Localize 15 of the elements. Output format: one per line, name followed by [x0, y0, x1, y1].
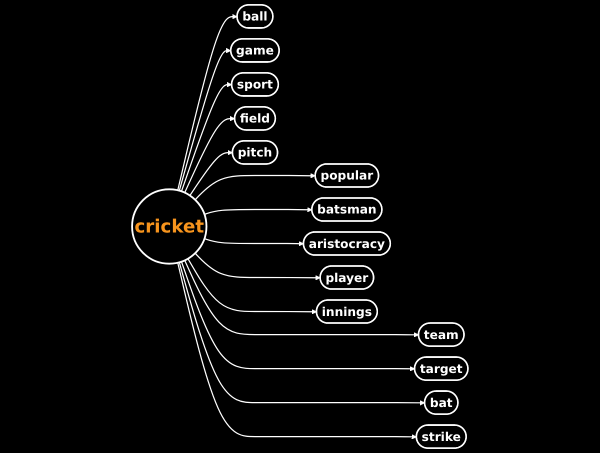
arrow — [180, 82, 232, 192]
arrow — [178, 48, 232, 191]
arrow — [189, 150, 233, 196]
arrow — [187, 258, 317, 314]
arrow — [177, 14, 238, 190]
arrow — [180, 261, 416, 372]
arrow — [184, 116, 236, 193]
arrow — [184, 260, 420, 338]
arrow — [194, 252, 321, 280]
arrow — [204, 238, 304, 246]
arrow — [177, 262, 417, 440]
arrow — [204, 207, 312, 215]
arrow — [178, 262, 426, 406]
node-circle: cricket — [131, 188, 208, 265]
arrow — [194, 173, 316, 200]
